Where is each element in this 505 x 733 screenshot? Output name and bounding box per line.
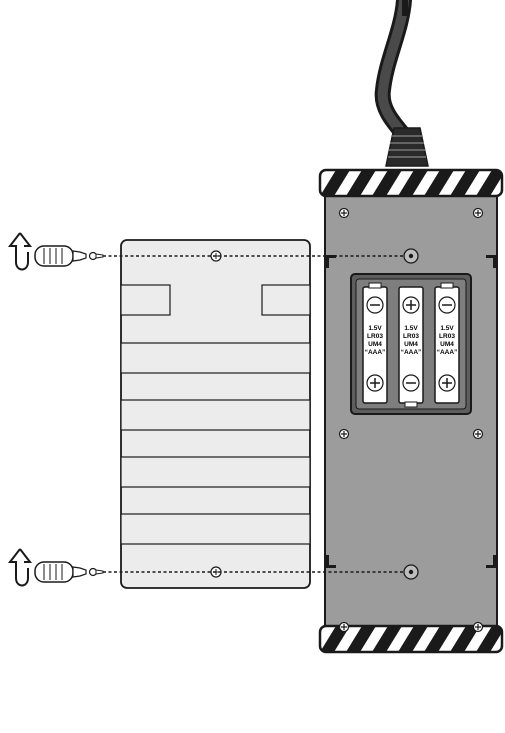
body-screw-icon [472,621,484,633]
battery-label-type: LR03 [439,333,455,340]
body-screw-icon [338,207,350,219]
body-screw-icon [338,621,350,633]
cover-grip-ridge [120,399,311,431]
battery-label-code: UM4 [440,341,454,348]
battery-label-voltage: 1.5V [440,325,454,332]
bottom-bumper [318,624,504,654]
cable-strain-relief [385,127,429,167]
battery-label-code: UM4 [404,341,418,348]
aaa-battery: 1.5V LR03 UM4 “AAA” [362,282,388,404]
battery-cover [120,239,311,589]
battery-label-voltage: 1.5V [404,325,418,332]
screw-icon [88,567,104,577]
screw-icon [88,251,104,261]
cover-grip-ridge [120,513,311,545]
power-cable [374,0,416,148]
battery-label-code: UM4 [368,341,382,348]
body-screw-icon [472,207,484,219]
battery-label-size: “AAA” [437,349,458,356]
top-bumper [318,168,504,198]
battery-label-type: LR03 [367,333,383,340]
battery-label-voltage: 1.5V [368,325,382,332]
body-screw-icon [338,428,350,440]
cover-grip-ridge [120,456,311,488]
rotate-arrow-icon [7,548,33,587]
battery-label-size: “AAA” [401,349,422,356]
screw-hole-icon [403,564,419,580]
battery-label-size: “AAA” [365,349,386,356]
cover-grip-ridge [120,342,311,374]
aaa-battery: 1.5V LR03 UM4 “AAA” [434,282,460,404]
aaa-battery: 1.5V LR03 UM4 “AAA” [398,286,424,408]
battery-label-type: LR03 [403,333,419,340]
latch-tab [326,255,496,568]
screwdriver-icon [34,561,87,583]
screw-hole-icon [403,248,419,264]
body-screw-icon [472,428,484,440]
screwdriver-icon [34,245,87,267]
rotate-arrow-icon [7,232,33,271]
